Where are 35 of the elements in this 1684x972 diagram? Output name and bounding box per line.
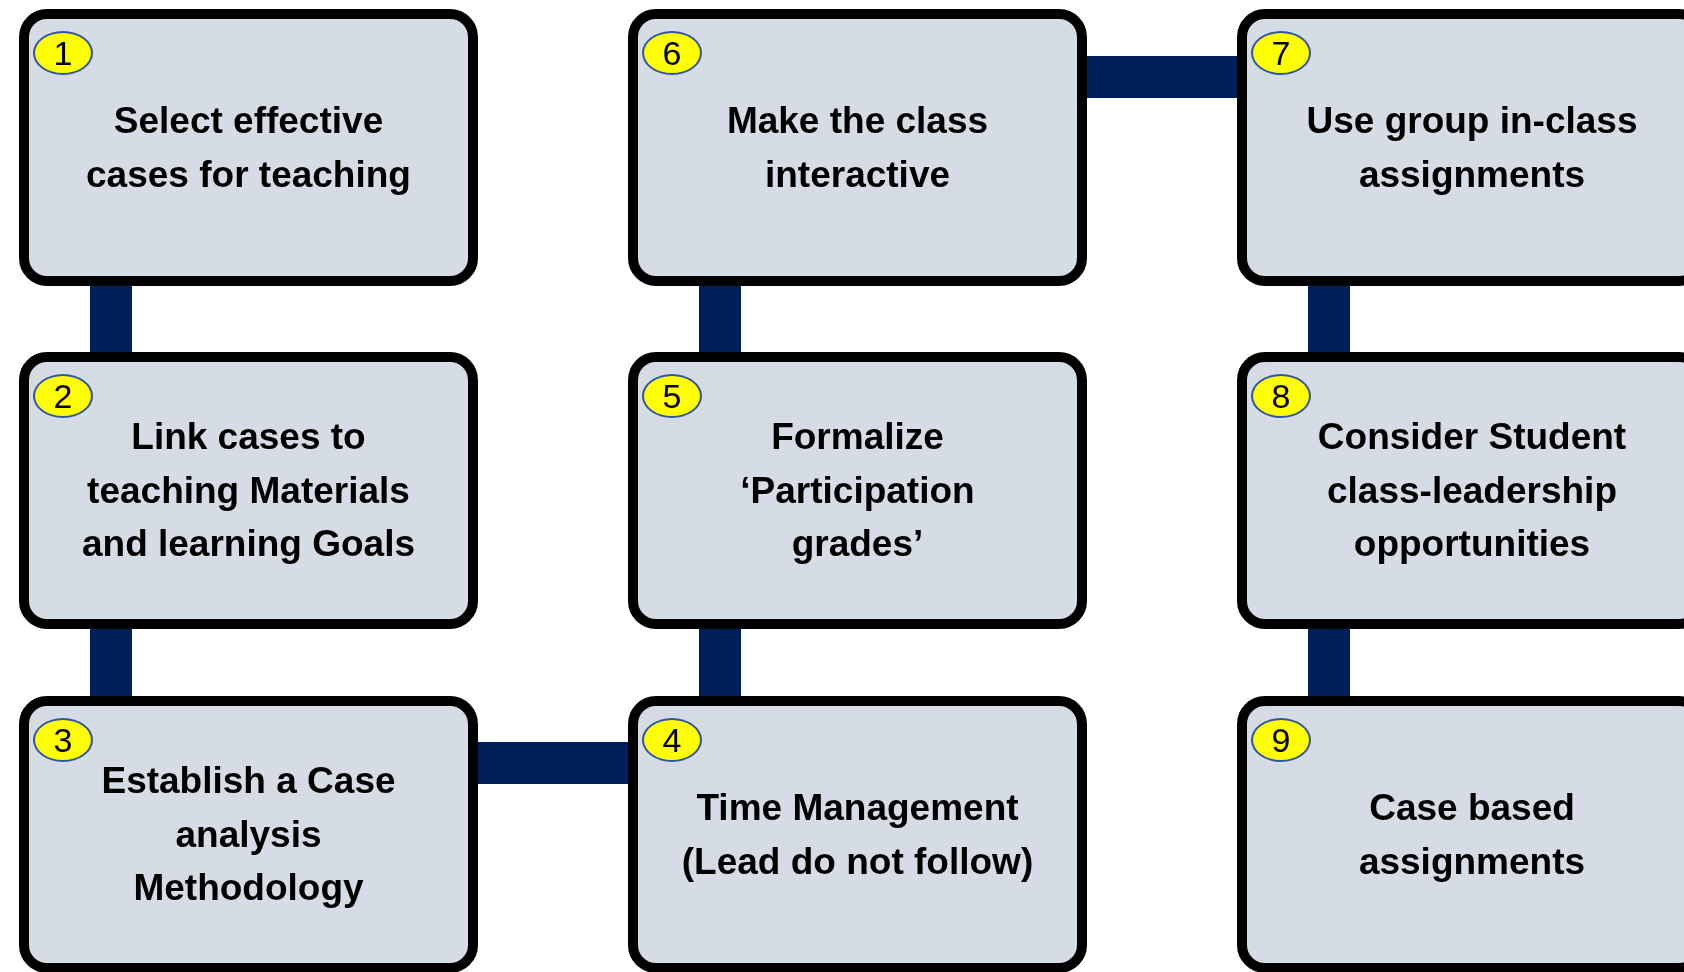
connector-bar xyxy=(90,286,132,352)
connector-bar xyxy=(1308,286,1350,352)
step-box xyxy=(19,352,478,629)
step-number: 4 xyxy=(642,718,702,762)
connector-bar xyxy=(699,629,741,696)
step-text: Consider Student class-leadership opportunities xyxy=(1316,415,1628,567)
connector-bar xyxy=(1087,56,1237,98)
step-box xyxy=(628,9,1087,286)
step-number: 2 xyxy=(33,374,93,418)
step-text: Formalize ‘Participation grades’ xyxy=(739,415,976,567)
step-text: Select effective cases for teaching xyxy=(85,98,412,197)
step-number: 9 xyxy=(1251,718,1311,762)
step-box xyxy=(628,352,1087,629)
step-number: 6 xyxy=(642,31,702,75)
step-box xyxy=(19,696,478,972)
step-number: 5 xyxy=(642,374,702,418)
step-number: 8 xyxy=(1251,374,1311,418)
step-text: Make the class interactive xyxy=(725,98,990,197)
step-text: Case based assignments xyxy=(1357,785,1587,884)
step-text: Time Management (Lead do not follow) xyxy=(680,785,1035,884)
connector-bar xyxy=(1308,629,1350,696)
step-text: Establish a Case analysis Methodology xyxy=(100,759,397,911)
connector-bar xyxy=(90,629,132,696)
connector-bar xyxy=(699,286,741,352)
step-box xyxy=(1237,696,1684,972)
step-box xyxy=(628,696,1087,972)
step-number: 7 xyxy=(1251,31,1311,75)
step-text: Link cases to teaching Materials and learning Goals xyxy=(80,415,417,567)
step-text: Use group in-class assignments xyxy=(1305,98,1639,197)
connector-bar xyxy=(478,742,628,784)
step-box xyxy=(1237,9,1684,286)
step-number: 1 xyxy=(33,31,93,75)
step-number: 3 xyxy=(33,718,93,762)
step-box xyxy=(1237,352,1684,629)
step-box xyxy=(19,9,478,286)
